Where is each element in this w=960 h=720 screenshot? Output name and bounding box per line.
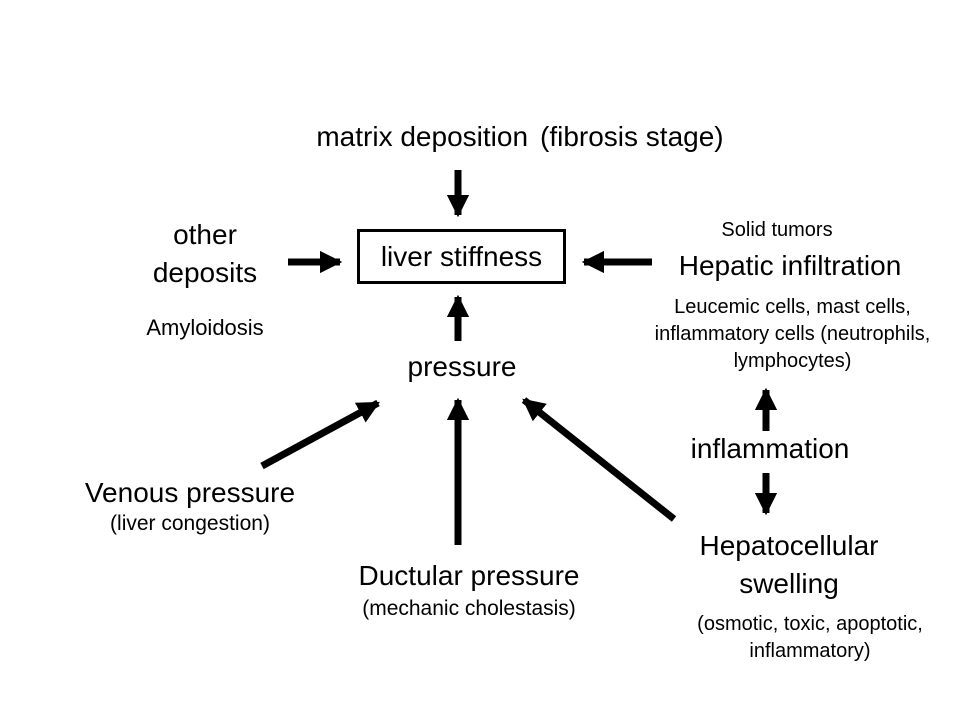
leucemic-cells-note: Leucemic cells, mast cells, inflammatory… bbox=[640, 294, 945, 375]
solid-tumors-label: Solid tumors bbox=[721, 219, 833, 241]
leucemic-cells-line: inflammatory cells (neutrophils, bbox=[654, 323, 931, 345]
hepatic-infiltration-label: Hepatic infiltration bbox=[678, 250, 902, 281]
hepatocellular-note: (osmotic, toxic, apoptotic, inflammatory… bbox=[670, 611, 950, 665]
hepatocellular-note-line: (osmotic, toxic, apoptotic, bbox=[697, 613, 923, 635]
hepatocellular-swelling-label: Hepatocellular swelling bbox=[689, 527, 889, 603]
liver-stiffness-box: liver stiffness bbox=[357, 229, 566, 284]
ductular-pressure-note: (mechanic cholestasis) bbox=[362, 597, 576, 620]
leucemic-cells-line: Leucemic cells, mast cells, bbox=[674, 296, 911, 318]
fibrosis-stage-text: (fibrosis stage) bbox=[540, 121, 724, 152]
pressure-label: pressure bbox=[407, 351, 517, 382]
liver-stiffness-label: liver stiffness bbox=[380, 240, 543, 272]
matrix-deposition-text: matrix deposition bbox=[316, 121, 529, 152]
hepatocellular-note-line: inflammatory) bbox=[749, 640, 871, 662]
other-deposits-line: other bbox=[173, 219, 237, 250]
venous-pressure-note: (liver congestion) bbox=[110, 512, 270, 535]
arrow-swelling-to-pressure bbox=[521, 397, 677, 522]
leucemic-cells-line: lymphocytes) bbox=[733, 350, 852, 372]
other-deposits-line: deposits bbox=[152, 257, 258, 288]
hepatocellular-line: Hepatocellular bbox=[699, 530, 879, 561]
ductular-pressure-label: Ductular pressure bbox=[358, 560, 580, 591]
arrow-venous-to-pressure bbox=[260, 399, 380, 470]
venous-pressure-label: Venous pressure bbox=[84, 477, 296, 508]
other-deposits-label: other deposits bbox=[110, 216, 300, 292]
matrix-deposition-label: matrix deposition (fibrosis stage) bbox=[200, 118, 840, 156]
hepatocellular-line: swelling bbox=[739, 568, 839, 599]
inflammation-label: inflammation bbox=[690, 433, 850, 464]
amyloidosis-label: Amyloidosis bbox=[146, 315, 264, 340]
